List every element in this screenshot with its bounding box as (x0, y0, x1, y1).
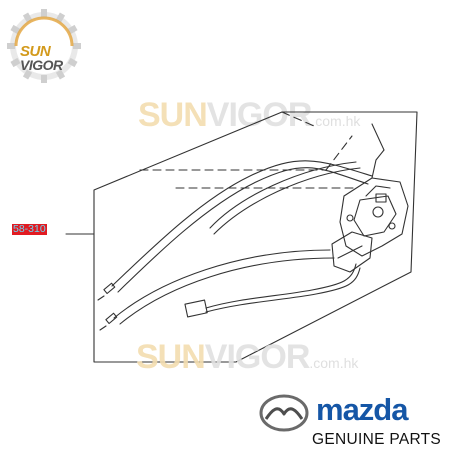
cable-end-fitting-lower (99, 312, 118, 331)
mazda-wordmark: mazda (316, 392, 408, 427)
sunvigor-gear-logo-icon (7, 9, 81, 83)
watermark-brand-sun: SUN (138, 96, 208, 134)
lock-mechanism (331, 123, 409, 273)
watermark-brand-vigor: VIGOR (206, 96, 313, 134)
logo-text-sun: SUN (20, 43, 51, 60)
connector-wire-2 (205, 267, 361, 313)
part-number-label: 58-310 (12, 223, 47, 235)
logo-text-vigor: VIGOR (20, 57, 63, 73)
mazda-emblem-icon (259, 394, 309, 432)
watermark-brand-sun: SUN (136, 338, 206, 376)
connector-wire (205, 263, 357, 309)
cable-upper-3 (209, 161, 357, 229)
watermark-domain: .com.hk (309, 355, 359, 371)
electrical-connector (184, 299, 208, 318)
cable-lower-2 (119, 257, 335, 325)
cable-upper-2 (117, 167, 369, 293)
cable-lower-1 (113, 249, 331, 319)
cable-end-fitting-upper (97, 282, 116, 301)
watermark-top: SUNVIGOR.com.hk (138, 98, 360, 132)
genuine-parts-tagline: GENUINE PARTS (312, 431, 442, 448)
watermark-domain: .com.hk (311, 113, 361, 129)
watermark-bottom: SUNVIGOR.com.hk (136, 340, 358, 374)
cable-upper-1 (111, 160, 373, 287)
cable-upper-4 (213, 167, 361, 235)
watermark-brand-vigor: VIGOR (204, 338, 311, 376)
guide-dashed-4 (281, 111, 315, 127)
sunvigor-logo: SUN VIGOR (6, 8, 86, 88)
